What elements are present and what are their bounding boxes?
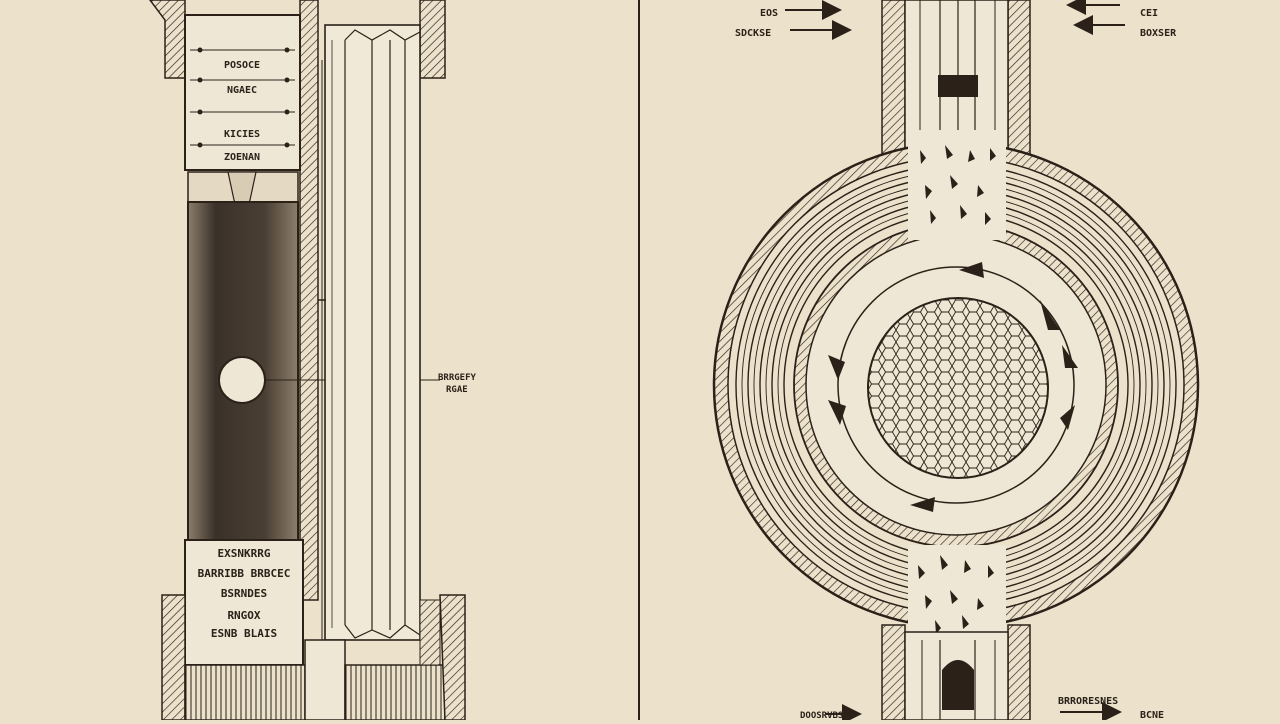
- top-flange-right: [419, 0, 446, 79]
- bottom-label-1: EXSNKRRG: [218, 547, 271, 560]
- base-floor: [184, 664, 306, 721]
- top-label-2: NGAEC: [227, 85, 257, 96]
- top-label-box: [184, 14, 301, 171]
- label-top-right-1: CEI: [1140, 8, 1158, 19]
- lower-channel-lines: [921, 640, 996, 720]
- tick-dot: [284, 77, 290, 83]
- label-bottom-right-2: BCNE: [1140, 710, 1164, 720]
- flow-path: [837, 266, 1075, 504]
- bottom-label-5: ESNB BLAIS: [211, 627, 277, 640]
- upper-channel-lines: [919, 0, 996, 130]
- right-panel: EOS SDCKSE CEI BOXSER DOOSRVBS BRRORESNE…: [712, 0, 1200, 724]
- top-flange-left: [149, 0, 186, 79]
- label-bottom-right-1: BRRORESNES: [1058, 696, 1118, 707]
- cylinder-port: [218, 356, 266, 404]
- label-top-left-2: SDCKSE: [735, 28, 771, 39]
- tick-dot: [197, 77, 203, 83]
- tick-dot: [197, 47, 203, 53]
- upper-neck-wall-right: [1007, 0, 1031, 161]
- label-top-left-1: EOS: [760, 8, 778, 19]
- top-label-1: POSOCE: [224, 60, 260, 71]
- bottom-label-3: BSRNDES: [221, 587, 267, 600]
- base-floor-right: [344, 664, 446, 721]
- lower-valve-block: [942, 660, 974, 710]
- fluted-column: [318, 24, 421, 641]
- base-inlet: [304, 639, 346, 721]
- upper-valve-block: [938, 75, 978, 97]
- tick-dot: [284, 142, 290, 148]
- label-top-right-2: BOXSER: [1140, 28, 1177, 39]
- tick-dot: [197, 142, 203, 148]
- upper-neck-wall-left: [881, 0, 906, 161]
- label-arrows: [785, 0, 1125, 724]
- top-label-4: ZOENAN: [224, 152, 260, 163]
- lower-neck-wall-left: [881, 624, 906, 721]
- lower-rubble: [908, 545, 1006, 635]
- tick-dot: [197, 109, 203, 115]
- top-label-ticks: [190, 47, 295, 148]
- base-left-wall: [161, 594, 186, 721]
- lower-neck-wall-right: [1007, 624, 1031, 721]
- side-label-1: BRRGEFY: [438, 373, 477, 383]
- honeycomb-core: [867, 297, 1049, 479]
- flow-arrows: [828, 262, 1078, 512]
- bottom-label-2: BARRIBB BRBCEC: [198, 567, 291, 580]
- outer-wall-hatch: [299, 0, 319, 601]
- label-bottom-left: DOOSRVBS: [800, 711, 843, 720]
- upper-rubble: [908, 130, 1006, 240]
- side-label-2: RGAE: [446, 385, 468, 395]
- bottom-label-4: RNGOX: [227, 609, 260, 622]
- left-panel: POSOCE NGAEC KICIES ZOENAN BRRGEFY RGAE …: [149, 0, 477, 721]
- base-right-wall: [439, 594, 466, 721]
- top-label-3: KICIES: [224, 129, 260, 140]
- tick-dot: [284, 47, 290, 53]
- bottom-label-box: [184, 539, 304, 666]
- base-right-step: [419, 599, 441, 666]
- tick-dot: [284, 109, 290, 115]
